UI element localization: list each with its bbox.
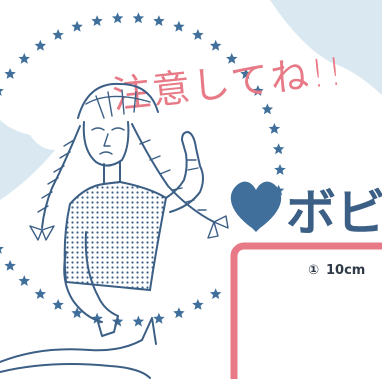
star-icon xyxy=(0,246,4,254)
star-icon xyxy=(173,20,185,32)
star-icon xyxy=(91,15,103,26)
star-icon xyxy=(34,288,47,299)
star-icon xyxy=(274,164,286,175)
star-icon xyxy=(132,12,145,24)
star-icon xyxy=(71,307,83,319)
item-marker: ① xyxy=(308,263,319,278)
star-icon xyxy=(268,123,281,134)
star-icon xyxy=(52,29,64,40)
star-icon xyxy=(18,52,30,64)
star-icon xyxy=(209,39,222,51)
star-icon xyxy=(18,275,30,286)
background-sky xyxy=(0,0,382,200)
star-icon xyxy=(34,39,47,51)
star-icon xyxy=(173,307,185,319)
dotted-dress xyxy=(63,180,168,292)
star-icon xyxy=(111,12,124,24)
star-ring xyxy=(0,12,286,327)
star-icon xyxy=(252,85,264,96)
star-icon xyxy=(261,103,274,115)
item-text: 10cm xyxy=(326,263,365,278)
star-icon xyxy=(192,299,204,310)
star-icon xyxy=(52,299,64,310)
star-icon xyxy=(209,288,222,299)
star-icon xyxy=(153,15,165,26)
star-icon xyxy=(272,143,285,155)
star-icon xyxy=(192,29,204,40)
star-icon xyxy=(4,259,16,271)
bottom-sketch xyxy=(0,317,157,379)
star-icon xyxy=(0,88,4,96)
star-icon xyxy=(4,68,16,79)
star-icon xyxy=(153,312,165,324)
woman-figure xyxy=(29,82,229,337)
star-icon xyxy=(132,315,145,327)
heading-text: ボビ xyxy=(286,184,382,242)
star-icon xyxy=(240,68,252,79)
star-icon xyxy=(91,312,103,324)
star-icon xyxy=(71,20,83,32)
heart-icon xyxy=(230,181,282,232)
star-icon xyxy=(226,52,238,64)
pink-box xyxy=(230,242,382,379)
speech-text: 注意してね!! xyxy=(110,49,347,117)
